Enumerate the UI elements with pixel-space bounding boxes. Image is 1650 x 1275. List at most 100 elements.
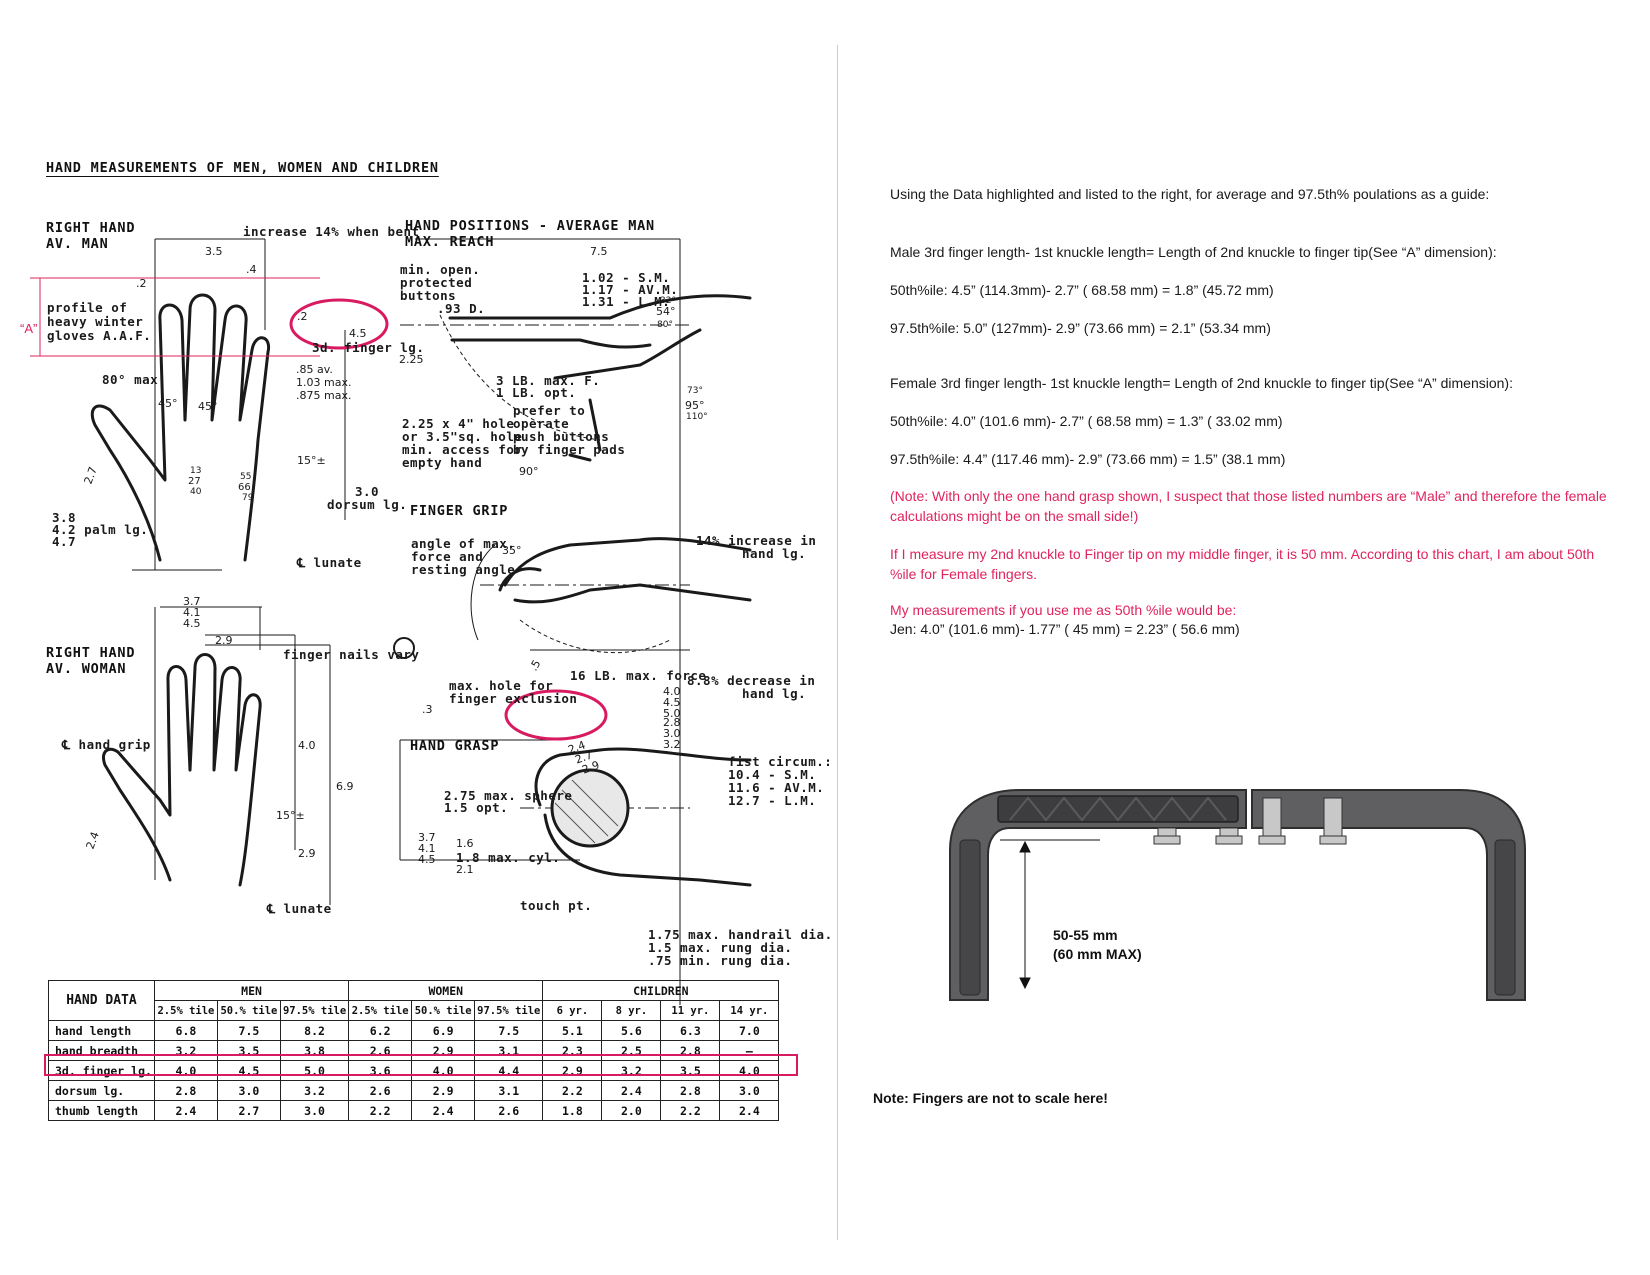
dim-2b: .2 (297, 310, 308, 323)
finger-lg-label: 3d. finger lg. (312, 340, 425, 355)
male-heading: Male 3rd finger length- 1st knuckle leng… (890, 244, 1497, 260)
touch-pt: touch pt. (520, 898, 593, 913)
subheader-9: 14 yr. (719, 1000, 780, 1021)
palm-3: 4.7 (52, 534, 77, 549)
grip-hand-outline (498, 537, 752, 604)
gloves-label-1: profile of (47, 300, 128, 315)
rail-1: 1.75 max. handrail dia. (648, 927, 833, 942)
table-cell: 6.9 (411, 1020, 476, 1041)
angle-32: 32° (660, 296, 676, 306)
height-dimension (1000, 839, 1100, 990)
grasp-2-8: 2.8 (663, 716, 681, 729)
bottom-4-1: 4.1 (183, 606, 201, 619)
male-975th: 97.5th%ile: 5.0” (127mm)- 2.9” (73.66 mm… (890, 320, 1271, 336)
exclusion-1: max. hole for (449, 678, 554, 693)
nails-label: finger nails vary (283, 647, 420, 662)
group-men: MEN (153, 980, 350, 1001)
d66: 66 (238, 482, 251, 493)
table-cell: 2.8 (153, 1080, 218, 1101)
handle-grip-pad (997, 795, 1239, 823)
finger-lg-value: 4.5 (349, 327, 367, 340)
palm-1: 3.8 (52, 510, 77, 525)
grasp-3-0: 3.0 (663, 727, 681, 740)
woman-dim-2-9: 2.9 (215, 634, 233, 647)
sphere-1: 2.75 max. sphere (444, 788, 573, 803)
row-label: hand length (48, 1020, 155, 1041)
lunate-man: ℄ lunate (297, 555, 362, 570)
cyl-2-1: 2.1 (456, 863, 474, 876)
d13: 13 (190, 466, 202, 476)
prefer-3: push buttons (513, 429, 610, 444)
hole-2: or 3.5"sq. hole (402, 429, 523, 444)
table-cell: 1.8 (542, 1100, 603, 1121)
grip-4-5: 4.5 (663, 696, 681, 709)
highlight-finger-row (44, 1054, 798, 1076)
positions-heading-2: MAX. REACH (405, 234, 495, 250)
woman-hand-outline (102, 653, 262, 887)
grip-5-0: 5.0 (663, 707, 681, 720)
table-cell: 7.0 (719, 1020, 780, 1041)
table-cell: 7.5 (216, 1020, 281, 1041)
subheader-6: 6 yr. (542, 1000, 603, 1021)
table-cell: 2.6 (474, 1100, 544, 1121)
prefer-4: by finger pads (513, 442, 626, 457)
dorsum-value: 3.0 (355, 484, 380, 499)
table-cell: 6.3 (660, 1020, 721, 1041)
right-leg-inset (1494, 839, 1516, 996)
d55: 55 (240, 472, 252, 482)
dorsum-label: dorsum lg. (327, 497, 408, 512)
dim-3-5: 3.5 (205, 245, 223, 258)
lb-opt: 1 LB. opt. (496, 385, 577, 400)
grip-desc-3: resting angle (411, 562, 516, 577)
dim-2-25: 2.25 (399, 353, 424, 366)
grip-heading: FINGER GRIP (410, 503, 509, 519)
dim-7-5: 7.5 (590, 245, 608, 258)
woman-dim-2-9b: 2.9 (298, 847, 316, 860)
grasp-cylinder (550, 768, 630, 848)
grip-desc-1: angle of max. (411, 536, 516, 551)
fist-1: fist circum.: (728, 754, 833, 769)
table-cell: 2.0 (601, 1100, 662, 1121)
table-cell: 2.4 (411, 1100, 476, 1121)
table-cell: 2.4 (719, 1100, 780, 1121)
dia-93: .93 D. (437, 301, 486, 316)
angle-80: 80° (657, 320, 673, 330)
width-max2: .875 max. (296, 389, 352, 402)
table-cell: 6.2 (348, 1020, 413, 1041)
angle-95: 95° (685, 399, 705, 412)
grip-desc-2: force and (411, 549, 484, 564)
sizes-1: 1.02 - S.M. (582, 270, 671, 285)
table-cell: 8.2 (279, 1020, 350, 1041)
bottom-4-5: 4.5 (183, 617, 201, 630)
table-cell: 3.0 (216, 1080, 281, 1101)
female-50th: 50th%ile: 4.0” (101.6 mm)- 2.7” ( 68.58 … (890, 413, 1283, 429)
group-women: WOMEN (348, 980, 544, 1001)
highlight-finger-length (289, 298, 389, 350)
exclusion-2: finger exclusion (449, 691, 578, 706)
grasp-3-7: 3.7 (418, 831, 436, 844)
left-leg-inset (959, 839, 981, 996)
sizes-2: 1.17 - AV.M. (582, 282, 679, 297)
woman-heading-2: AV. WOMAN (46, 661, 127, 677)
angle-54: 54° (656, 305, 676, 318)
female-heading: Female 3rd finger length- 1st knuckle le… (890, 375, 1513, 391)
buttons-1: min. open. (400, 262, 481, 277)
diagram-linework (30, 238, 752, 1005)
force-label: 16 LB. max. force (570, 668, 707, 683)
table-cell: 7.5 (474, 1020, 544, 1041)
woman-dim-6-9: 6.9 (336, 780, 354, 793)
handle-dim-2: (60 mm MAX) (1053, 946, 1142, 962)
angle-73: 73° (687, 386, 703, 396)
cyl-1-6: 1.6 (456, 837, 474, 850)
rail-3: .75 min. rung dia. (648, 953, 793, 968)
table-cell: 3.1 (474, 1080, 544, 1101)
hole-4: empty hand (402, 455, 483, 470)
angle-90: 90° (519, 465, 539, 478)
max-80-label: 80° max. (102, 372, 167, 387)
subheader-8: 11 yr. (660, 1000, 721, 1021)
table-cell: 2.7 (216, 1100, 281, 1121)
suspicion-note: (Note: With only the one hand grasp show… (890, 488, 1607, 524)
